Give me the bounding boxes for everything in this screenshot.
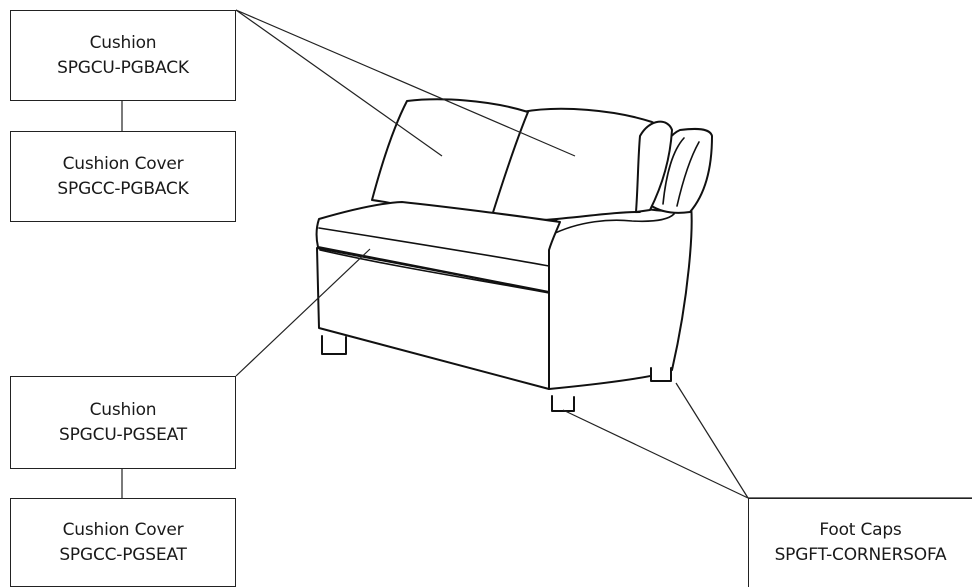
label-box-foot-caps: Foot Caps SPGFT-CORNERSOFA bbox=[748, 498, 972, 587]
corner-sofa-illustration bbox=[315, 98, 713, 412]
label-code: SPGCC-PGBACK bbox=[57, 178, 189, 199]
label-name: Cushion Cover bbox=[62, 519, 184, 540]
leader-back-cushion-right bbox=[235, 9, 576, 157]
label-code: SPGCU-PGBACK bbox=[57, 57, 189, 78]
label-code: SPGCC-PGSEAT bbox=[59, 544, 187, 565]
label-name: Cushion Cover bbox=[62, 153, 184, 174]
label-name: Cushion bbox=[89, 32, 157, 53]
label-box-seat-cushion: Cushion SPGCU-PGSEAT bbox=[10, 376, 236, 469]
label-code: SPGCU-PGSEAT bbox=[59, 424, 187, 445]
leader-foot-cap-side bbox=[675, 382, 749, 499]
label-box-back-cushion-cover: Cushion Cover SPGCC-PGBACK bbox=[10, 131, 236, 222]
label-code: SPGFT-CORNERSOFA bbox=[774, 545, 947, 565]
leader-seat-cushion bbox=[235, 248, 371, 377]
leader-foot-cap-front bbox=[562, 409, 749, 499]
label-name: Foot Caps bbox=[819, 520, 902, 540]
leader-back-cushion-left bbox=[235, 9, 443, 157]
label-box-seat-cushion-cover: Cushion Cover SPGCC-PGSEAT bbox=[10, 498, 236, 587]
label-name: Cushion bbox=[89, 399, 157, 420]
label-box-back-cushion: Cushion SPGCU-PGBACK bbox=[10, 10, 236, 101]
